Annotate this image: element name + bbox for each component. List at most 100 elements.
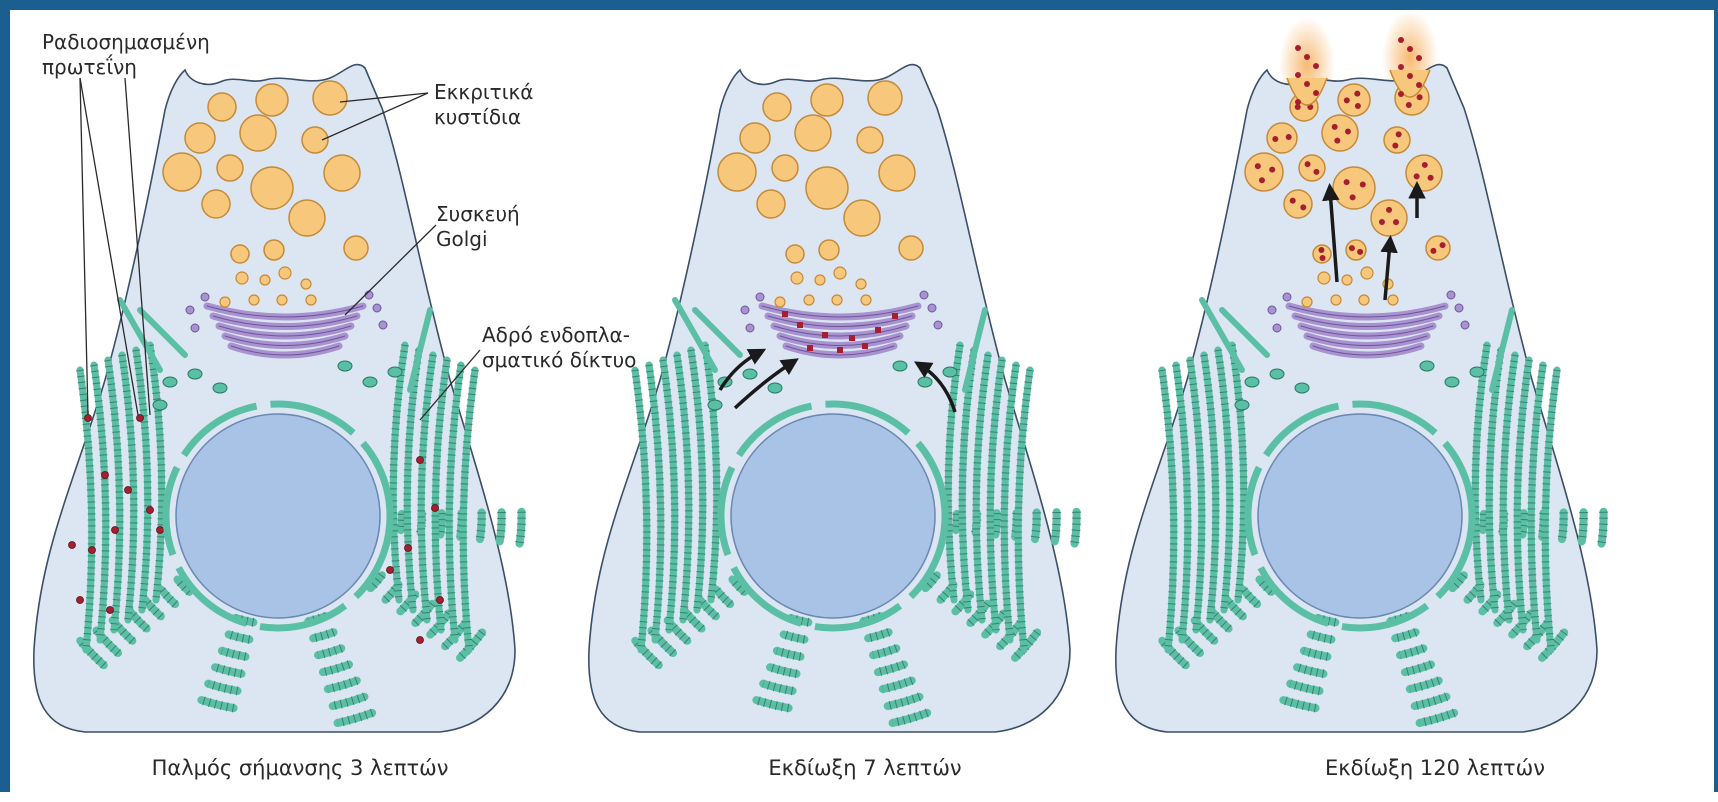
label-dot xyxy=(107,607,114,614)
label-dot xyxy=(1355,103,1361,109)
secretory-vesicle xyxy=(1333,167,1375,209)
label-dot xyxy=(862,343,868,349)
secretory-vesicle xyxy=(185,123,215,153)
rough-er-cisterna xyxy=(520,512,522,544)
secretory-vesicle xyxy=(240,115,276,151)
label-dot xyxy=(405,545,412,552)
er-vesicle xyxy=(768,383,782,393)
rough-er-label: Αδρό ενδοπλα- σματικό δίκτυο xyxy=(482,323,636,373)
transport-vesicle xyxy=(306,295,316,305)
radiolabeled-protein-label: Ραδιοσημασμένη πρωτεΐνη xyxy=(42,30,210,80)
er-vesicle xyxy=(163,377,177,387)
label-dot xyxy=(1430,248,1436,254)
secretory-vesicle xyxy=(1299,155,1325,181)
label-dot xyxy=(1344,179,1350,185)
label-dot xyxy=(1440,242,1446,248)
secretory-vesicle xyxy=(806,167,848,209)
secretory-vesicle xyxy=(344,236,368,260)
transport-vesicle xyxy=(260,275,270,285)
label-dot xyxy=(1349,245,1355,251)
label-dot xyxy=(1354,91,1360,97)
transport-vesicle xyxy=(861,295,871,305)
label-dot xyxy=(1398,37,1404,43)
golgi-vesicle xyxy=(201,293,209,301)
secretory-vesicle xyxy=(819,240,839,260)
secretory-vesicle xyxy=(772,155,798,181)
label-dot xyxy=(849,335,855,341)
label-dot xyxy=(782,311,788,317)
golgi-vesicle xyxy=(756,293,764,301)
er-vesicle xyxy=(893,361,907,371)
label-dot xyxy=(387,567,394,574)
golgi-vesicle xyxy=(379,321,387,329)
cell-2 xyxy=(589,65,1077,733)
rough-er-cisterna xyxy=(1562,512,1564,539)
cell-1 xyxy=(34,65,522,733)
transport-vesicle xyxy=(804,295,814,305)
radiolabeled-protein-line-1: Ραδιοσημασμένη xyxy=(42,30,210,55)
label-dot xyxy=(892,313,898,319)
label-dot xyxy=(69,542,76,549)
label-dot xyxy=(1286,134,1292,140)
secretory-vesicle xyxy=(1406,155,1442,191)
golgi-vesicle xyxy=(928,304,936,312)
label-dot xyxy=(417,637,424,644)
label-dot xyxy=(1357,249,1363,255)
secretory-vesicle xyxy=(217,155,243,181)
label-dot xyxy=(85,415,92,422)
secretory-vesicle xyxy=(1338,84,1370,116)
secretory-vesicle xyxy=(786,245,804,263)
label-dot xyxy=(1417,94,1423,100)
er-vesicle xyxy=(1245,377,1259,387)
er-vesicle xyxy=(363,377,377,387)
er-vesicle xyxy=(1295,383,1309,393)
golgi-vesicle xyxy=(746,324,754,332)
secretory-vesicle xyxy=(1245,153,1283,191)
label-dot xyxy=(1414,173,1420,179)
label-dot xyxy=(1300,204,1306,210)
secretory-vesicle xyxy=(251,167,293,209)
secretory-vesicle xyxy=(1322,115,1358,151)
golgi-label: Συσκευή Golgi xyxy=(436,202,520,252)
label-dot xyxy=(437,597,444,604)
nucleus xyxy=(731,414,935,618)
label-dot xyxy=(1313,90,1319,96)
transport-vesicle xyxy=(301,279,311,289)
label-dot xyxy=(797,322,803,328)
secretory-vesicle xyxy=(202,190,230,218)
secretory-vesicle xyxy=(208,93,236,121)
label-dot xyxy=(1295,72,1301,78)
secretory-vesicle xyxy=(899,236,923,260)
label-dot xyxy=(137,415,144,422)
transport-vesicle xyxy=(1342,275,1352,285)
secretory-vesicle xyxy=(718,153,756,191)
transport-vesicle xyxy=(856,279,866,289)
secretory-vesicle xyxy=(879,155,915,191)
label-dot xyxy=(157,527,164,534)
secretory-vesicle xyxy=(324,155,360,191)
label-dot xyxy=(1350,194,1356,200)
label-dot xyxy=(1320,255,1326,261)
transport-vesicle xyxy=(775,297,785,307)
radiolabeled-protein-line-2: πρωτεΐνη xyxy=(42,55,210,80)
transport-vesicle xyxy=(1361,267,1373,279)
nucleus xyxy=(1258,414,1462,618)
transport-vesicle xyxy=(277,295,287,305)
transport-vesicle xyxy=(832,295,842,305)
secretory-vesicle xyxy=(1346,240,1366,260)
golgi-vesicle xyxy=(1447,291,1455,299)
secretory-vesicle xyxy=(757,190,785,218)
label-dot xyxy=(1416,55,1422,61)
golgi-vesicle xyxy=(373,304,381,312)
er-vesicle xyxy=(943,367,957,377)
er-vesicle xyxy=(1470,367,1484,377)
label-dot xyxy=(1386,207,1392,213)
transport-vesicle xyxy=(1302,297,1312,307)
label-dot xyxy=(89,547,96,554)
label-dot xyxy=(1428,175,1434,181)
label-dot xyxy=(1318,247,1324,253)
label-dot xyxy=(1305,161,1311,167)
er-vesicle xyxy=(338,361,352,371)
transport-vesicle xyxy=(1359,295,1369,305)
er-vesicle xyxy=(188,369,202,379)
